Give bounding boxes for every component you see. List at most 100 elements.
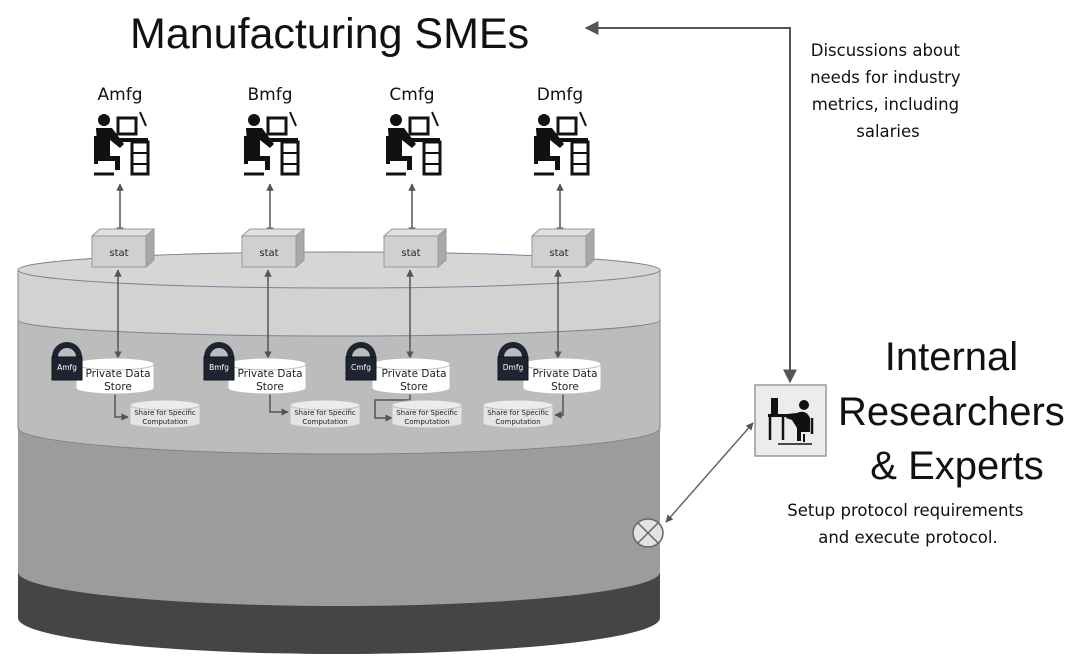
lock-shackle bbox=[52, 342, 82, 358]
researchers-title-line: Internal bbox=[885, 335, 1018, 379]
desk-top bbox=[554, 138, 588, 142]
stat-box[interactable]: stat bbox=[382, 227, 448, 269]
discussion-line: salaries bbox=[856, 122, 920, 141]
drawers bbox=[570, 140, 590, 176]
share-top bbox=[289, 399, 361, 411]
share-label: Computation bbox=[404, 418, 449, 426]
stat-box-side bbox=[295, 227, 305, 269]
drawers bbox=[280, 140, 300, 176]
stat-box-side bbox=[585, 227, 595, 269]
share-label: Share for Specific bbox=[396, 409, 458, 417]
share-body bbox=[391, 404, 463, 429]
worker-at-desk-icon bbox=[240, 108, 300, 180]
lock-icon: Bmfg bbox=[203, 342, 235, 381]
drawers bbox=[130, 140, 150, 176]
stat-box[interactable]: stat bbox=[530, 227, 596, 269]
site-label: Dmfg bbox=[537, 85, 583, 105]
lock-icon: Amfg bbox=[51, 342, 83, 381]
researchers-title-line: Researchers bbox=[838, 390, 1065, 434]
desk-top bbox=[114, 138, 148, 142]
site-label: Cmfg bbox=[389, 85, 434, 105]
lock-icon: Dmfg bbox=[497, 342, 529, 381]
lock-body bbox=[497, 356, 529, 381]
discussion-line: metrics, including bbox=[812, 95, 959, 114]
drawers bbox=[422, 140, 442, 176]
platform-cylinder bbox=[17, 251, 661, 654]
lock-shackle bbox=[498, 342, 528, 358]
lock-body bbox=[203, 356, 235, 381]
share-top bbox=[391, 399, 463, 411]
circle-x-icon[interactable] bbox=[632, 518, 664, 548]
site-label: Bmfg bbox=[248, 85, 293, 105]
head bbox=[248, 114, 260, 126]
head bbox=[538, 114, 550, 126]
share-label: Computation bbox=[142, 418, 187, 426]
worker-at-desk-icon bbox=[382, 108, 442, 180]
store-label: Private Data bbox=[532, 368, 597, 380]
store-label: Private Data bbox=[381, 368, 446, 380]
lock-body bbox=[345, 356, 377, 381]
lock-label: Dmfg bbox=[503, 363, 524, 372]
share-top bbox=[482, 399, 554, 411]
stat-box-top bbox=[382, 228, 448, 237]
monitor bbox=[556, 116, 578, 136]
discussion-connector bbox=[584, 21, 797, 384]
store-label: Private Data bbox=[237, 368, 302, 380]
worker-at-desk-icon bbox=[530, 108, 590, 180]
page-title: Manufacturing SMEs bbox=[130, 10, 529, 58]
share-connector bbox=[114, 394, 129, 421]
site-label: Amfg bbox=[98, 85, 143, 105]
head bbox=[98, 114, 110, 126]
stat-label: stat bbox=[109, 248, 128, 259]
researchers-note: Setup protocol requirements and execute … bbox=[787, 501, 1028, 547]
lock-icon: Cmfg bbox=[345, 342, 377, 381]
person-at-computer-icon bbox=[768, 398, 814, 445]
store-label: Store bbox=[104, 381, 132, 393]
share-connector bbox=[374, 394, 411, 422]
store-label: Store bbox=[551, 381, 579, 393]
researcher-node[interactable] bbox=[754, 384, 827, 457]
lock-label: Cmfg bbox=[351, 363, 371, 372]
share-label: Share for Specific bbox=[487, 409, 549, 417]
store-body bbox=[227, 363, 307, 395]
share-body bbox=[129, 404, 201, 429]
lamp bbox=[431, 111, 439, 127]
lock-body bbox=[51, 356, 83, 381]
stat-box-top bbox=[240, 228, 306, 237]
store-body bbox=[371, 363, 451, 395]
stat-label: stat bbox=[401, 248, 420, 259]
lock-shackle bbox=[346, 342, 376, 358]
desk-top bbox=[264, 138, 298, 142]
share-connector bbox=[554, 394, 564, 419]
researchers-title-line: & Experts bbox=[870, 444, 1043, 488]
stat-box-top bbox=[90, 228, 156, 237]
store-body bbox=[75, 363, 155, 395]
share-label: Computation bbox=[495, 418, 540, 426]
share-body bbox=[289, 404, 361, 429]
researchers-title: Internal Researchers & Experts bbox=[838, 335, 1076, 488]
stat-box[interactable]: stat bbox=[240, 227, 306, 269]
worker-at-desk-icon bbox=[90, 108, 150, 180]
stat-box[interactable]: stat bbox=[90, 227, 156, 269]
share-label: Computation bbox=[302, 418, 347, 426]
discussion-note: Discussions about needs for industry met… bbox=[810, 41, 966, 141]
protocol-connector bbox=[665, 422, 754, 523]
store-label: Store bbox=[256, 381, 284, 393]
lamp bbox=[139, 111, 147, 127]
desk-top bbox=[406, 138, 440, 142]
stat-box-side bbox=[437, 227, 447, 269]
monitor bbox=[116, 116, 138, 136]
